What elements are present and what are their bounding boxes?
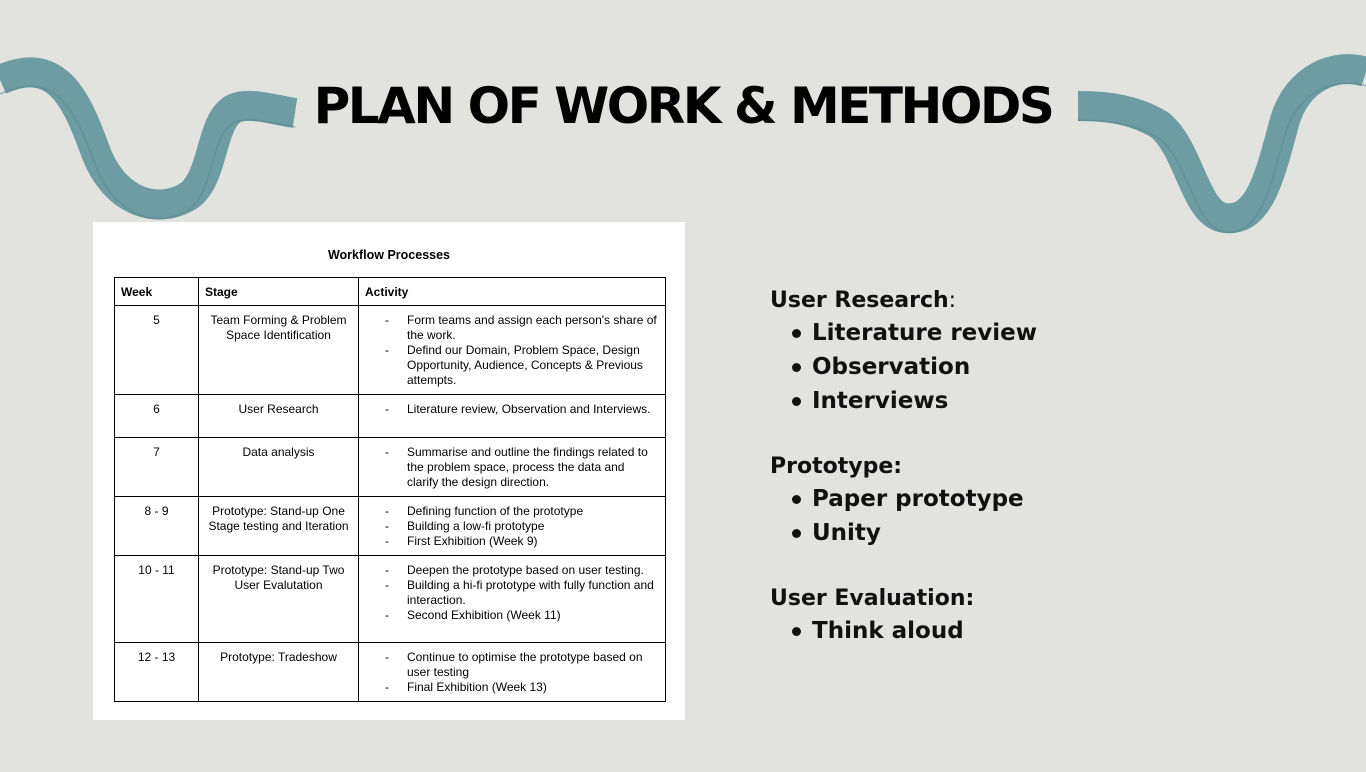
activity-item: Final Exhibition (Week 13) [365,680,659,695]
activity-cell: Continue to optimise the prototype based… [358,642,666,702]
table-row: 8 - 9 Prototype: Stand-up One Stage test… [114,496,666,556]
table-row: 5 Team Forming & Problem Space Identific… [114,305,666,395]
week-cell: 7 [114,437,199,497]
activity-item: Summarise and outline the findings relat… [365,445,659,490]
user-research-heading-text: User Research [770,288,949,313]
user-evaluation-section: User Evaluation: Think aloud [770,584,1350,648]
list-item: Interviews [770,384,1350,418]
week-cell: 5 [114,305,199,395]
activity-item: Defind our Domain, Problem Space, Design… [365,343,659,388]
list-item-label: Observation [812,354,971,380]
bullet-icon [792,495,801,504]
list-item: Observation [770,350,1350,384]
activity-cell: Deepen the prototype based on user testi… [358,555,666,643]
column-header-stage: Stage [198,277,359,306]
list-item-label: Paper prototype [812,486,1024,512]
document-title: Workflow Processes [327,248,451,262]
activity-item: Building a hi-fi prototype with fully fu… [365,578,659,608]
user-evaluation-heading: User Evaluation: [770,586,975,611]
bullet-icon [792,329,801,338]
activity-item: Second Exhibition (Week 11) [365,608,659,623]
table-row: 6 User Research Literature review, Obser… [114,394,666,438]
list-item-label: Literature review [812,320,1037,346]
table-header-row: Week Stage Activity [114,277,666,306]
workflow-table: Week Stage Activity 5 Team Forming & Pro… [114,277,666,702]
list-item: Paper prototype [770,482,1350,516]
activity-item: First Exhibition (Week 9) [365,534,659,549]
week-cell: 6 [114,394,199,438]
stage-cell: User Research [198,394,359,438]
activity-cell: Literature review, Observation and Inter… [358,394,666,438]
table-row: 12 - 13 Prototype: Tradeshow Continue to… [114,642,666,702]
user-evaluation-list: Think aloud [770,614,1350,648]
week-cell: 12 - 13 [114,642,199,702]
prototype-heading: Prototype: [770,454,903,479]
prototype-list: Paper prototype Unity [770,482,1350,550]
activity-item: Form teams and assign each person's shar… [365,313,659,343]
activity-item: Deepen the prototype based on user testi… [365,563,659,578]
list-item: Unity [770,516,1350,550]
prototype-section: Prototype: Paper prototype Unity [770,452,1350,550]
column-header-week: Week [114,277,199,306]
stage-cell: Data analysis [198,437,359,497]
bullet-icon [792,529,801,538]
slide-title: PLAN OF WORK & METHODS [313,77,1055,135]
user-research-list: Literature review Observation Interviews [770,316,1350,418]
stage-cell: Team Forming & Problem Space Identificat… [198,305,359,395]
bullet-icon [792,397,801,406]
list-item-label: Interviews [812,388,949,414]
list-item-label: Unity [812,520,881,546]
column-header-activity: Activity [358,277,666,306]
activity-item: Defining function of the prototype [365,504,659,519]
week-cell: 8 - 9 [114,496,199,556]
user-research-section: User Research: Literature review Observa… [770,286,1350,418]
week-cell: 10 - 11 [114,555,199,643]
bullet-icon [792,363,801,372]
bullet-icon [792,627,801,636]
table-row: 7 Data analysis Summarise and outline th… [114,437,666,497]
activity-cell: Summarise and outline the findings relat… [358,437,666,497]
stage-cell: Prototype: Stand-up Two User Evalutation [198,555,359,643]
activity-item: Literature review, Observation and Inter… [365,402,659,417]
activity-item: Continue to optimise the prototype based… [365,650,659,680]
activity-cell: Form teams and assign each person's shar… [358,305,666,395]
workflow-document-image: Workflow Processes Week Stage Activity 5… [93,222,685,720]
stage-cell: Prototype: Tradeshow [198,642,359,702]
activity-cell: Defining function of the prototype Build… [358,496,666,556]
table-row: 10 - 11 Prototype: Stand-up Two User Eva… [114,555,666,643]
methods-panel: User Research: Literature review Observa… [770,286,1350,682]
stage-cell: Prototype: Stand-up One Stage testing an… [198,496,359,556]
heading-colon: : [948,288,957,313]
user-research-heading: User Research: [770,286,1350,316]
activity-item: Building a low-fi prototype [365,519,659,534]
list-item: Literature review [770,316,1350,350]
list-item: Think aloud [770,614,1350,648]
list-item-label: Think aloud [812,618,964,644]
